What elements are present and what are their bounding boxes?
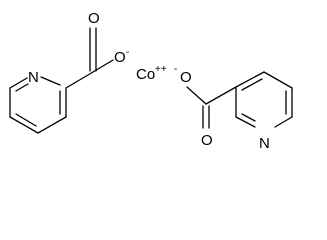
- left-carboxylate-group: [65, 27, 114, 89]
- right-ring-bond-c3-c4: [263, 71, 293, 89]
- left-anion-oxygen-label: O: [114, 49, 126, 66]
- left-ring-double-bond-inner-3: [15, 83, 29, 92]
- right-anion-oxygen-label: O: [180, 69, 192, 86]
- left-ring-to-carboxyl-bond: [65, 71, 94, 89]
- left-ring-bond-c6-n: [9, 77, 28, 89]
- left-ring-bond-c4-c5: [9, 116, 39, 134]
- right-oxide-to-carboxyl-bond: [186, 86, 207, 105]
- right-carboxylate-group: [186, 86, 237, 129]
- right-ring-double-bond-inner-1: [241, 78, 263, 91]
- cobalt-symbol-label: Co: [136, 66, 155, 83]
- left-ring-double-bond-inner-2: [15, 113, 37, 127]
- left-carboxyl-to-oxide-bond: [92, 59, 114, 73]
- left-picolinate-ligand: N O O -: [9, 10, 129, 134]
- right-pyridine-ring: [235, 71, 293, 128]
- left-anion-charge-label: -: [126, 47, 129, 58]
- cobalt-picolinate-structure: N O O - Co ++ O - O: [9, 10, 293, 152]
- left-nitrogen-label: N: [28, 69, 39, 86]
- right-picolinate-ligand: O - O N: [174, 64, 293, 152]
- cobalt-charge-label: ++: [155, 64, 167, 75]
- right-ring-bond-n-c2: [235, 116, 256, 128]
- right-ring-bond-c5-c6: [274, 116, 293, 128]
- right-carboxyl-to-ring-bond: [205, 86, 237, 105]
- left-carbonyl-oxygen-label: O: [88, 10, 100, 27]
- right-nitrogen-label: N: [259, 135, 270, 152]
- left-ring-bond-n-c2: [40, 76, 61, 86]
- right-ring-bond-c2-c3: [235, 71, 265, 88]
- cobalt-ion: Co ++: [136, 64, 167, 83]
- right-anion-charge-label: -: [174, 64, 177, 75]
- right-ring-double-bond-inner-3: [241, 113, 256, 122]
- right-carbonyl-oxygen-label: O: [201, 132, 213, 149]
- left-ring-bond-c3-c4: [37, 116, 67, 134]
- left-pyridine-ring: [9, 76, 67, 134]
